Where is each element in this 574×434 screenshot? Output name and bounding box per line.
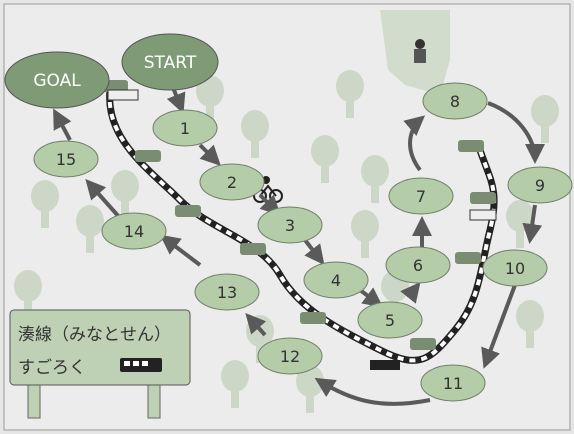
square-11: 11 [420,364,486,402]
square-3: 3 [257,206,323,244]
goal-space: GOAL [4,51,110,109]
square-label: 10 [505,259,525,278]
square-label: 4 [331,271,341,290]
square-label: 2 [227,173,237,192]
square-label: 11 [443,374,463,393]
square-12: 12 [257,337,323,375]
square-13: 13 [194,273,260,311]
tram-icon [102,80,496,350]
start-label: START [144,53,197,73]
square-8: 8 [422,82,488,120]
square-6: 6 [385,246,451,284]
square-14: 14 [101,212,167,250]
tram-car-icon [107,89,497,370]
square-label: 6 [413,256,423,275]
square-2: 2 [199,163,265,201]
square-10: 10 [482,249,548,287]
square-4: 4 [303,261,369,299]
square-label: 15 [56,150,76,169]
square-9: 9 [507,166,573,204]
sign-title-line2: すごろく [18,358,86,378]
square-label: 8 [450,92,460,111]
square-1: 1 [152,109,218,147]
square-5: 5 [357,301,423,339]
path-arrows [53,79,545,406]
goal-label: GOAL [33,71,81,91]
square-15: 15 [33,140,99,178]
square-label: 12 [280,347,300,366]
tram-icon [120,358,162,372]
start-space: START [121,33,219,91]
square-label: 13 [217,283,237,302]
square-label: 1 [180,119,190,138]
square-7: 7 [388,177,454,215]
square-label: 14 [124,222,144,241]
square-label: 5 [385,311,395,330]
sign-title-line1: 湊線（みなとせん） [18,325,171,345]
title-sign: 湊線（みなとせん） すごろく [9,309,191,419]
square-label: 9 [535,176,545,195]
person-icon [414,39,426,63]
square-label: 3 [285,216,295,235]
railway-track-icon [106,89,498,364]
square-label: 7 [416,187,426,206]
